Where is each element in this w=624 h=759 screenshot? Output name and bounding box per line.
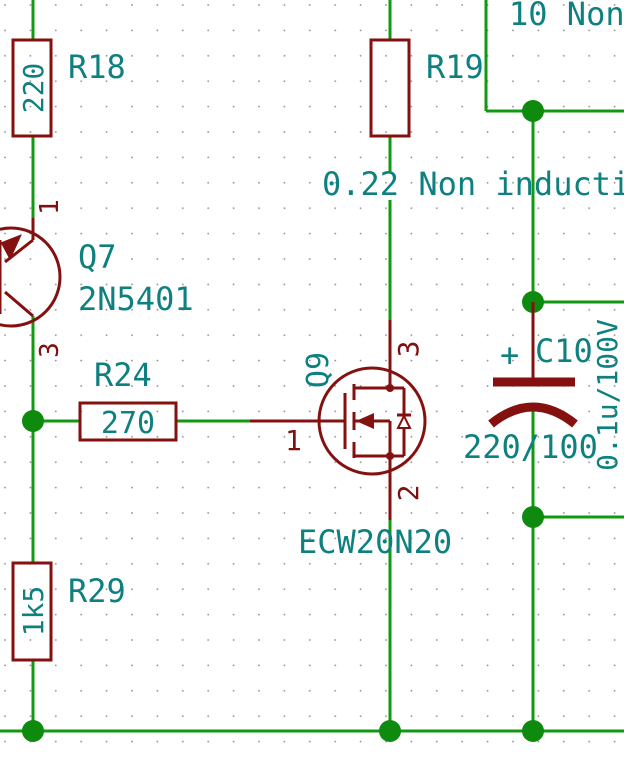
resistor-r24[interactable]: 270 R24 <box>78 356 178 442</box>
q7-emitter-arrow <box>0 234 22 261</box>
resistor-r18[interactable]: 220 R18 <box>11 38 126 138</box>
r29-value: 1k5 <box>17 586 50 637</box>
q7-body <box>0 226 62 328</box>
r18-body <box>11 38 53 138</box>
junction-dot <box>379 720 401 742</box>
q9-pin-drain: 3 <box>392 341 425 358</box>
q7-emitter-leg <box>4 290 34 318</box>
r24-ref: R24 <box>94 356 152 394</box>
c10-value: 220/100 <box>463 428 598 466</box>
junction-dot <box>522 100 544 122</box>
q7-pin-collector: 1 <box>35 199 65 215</box>
r18-value: 220 <box>17 63 50 114</box>
r19-ref: R19 <box>426 48 484 86</box>
mosfet-q9[interactable]: 1 3 2 Q9 ECW20N20 <box>250 320 452 561</box>
q9-pin-source: 2 <box>392 485 425 502</box>
r19-value: 0.22 Non inducti <box>322 165 624 203</box>
c10-polarity: + <box>500 336 519 374</box>
q7-ref: Q7 <box>78 238 117 276</box>
resistor-r19[interactable]: R19 0.22 Non inducti <box>322 38 624 203</box>
c10-negative-plate <box>488 402 578 428</box>
wires <box>0 0 624 733</box>
junction-dot <box>522 720 544 742</box>
top-right-value: 10 Non <box>509 0 624 33</box>
resistor-r29[interactable]: 1k5 R29 <box>11 561 126 662</box>
q9-pin-gate: 1 <box>285 424 302 457</box>
r24-body <box>78 401 178 442</box>
q7-value: 2N5401 <box>78 280 194 318</box>
q9-body-diode <box>396 413 412 429</box>
capacitor-c10[interactable]: + C10 220/100 <box>463 302 598 466</box>
transistor-q7[interactable]: 1 3 Q7 2N5401 <box>0 199 194 358</box>
r18-ref: R18 <box>68 48 126 86</box>
q9-ref: Q9 <box>301 352 336 388</box>
q7-pin-emitter: 3 <box>35 342 65 358</box>
c10-ref: C10 <box>535 332 593 370</box>
q9-value: ECW20N20 <box>298 523 452 561</box>
r29-ref: R29 <box>68 572 126 610</box>
cap-right-value: 0.1u/100V <box>591 319 624 471</box>
junction-dot <box>22 720 44 742</box>
r19-body <box>369 38 411 138</box>
junction-dot <box>22 410 44 432</box>
r24-value: 270 <box>101 406 155 441</box>
r29-body <box>11 561 53 662</box>
q9-channel-arrow <box>356 413 374 429</box>
junction-dot <box>522 506 544 528</box>
